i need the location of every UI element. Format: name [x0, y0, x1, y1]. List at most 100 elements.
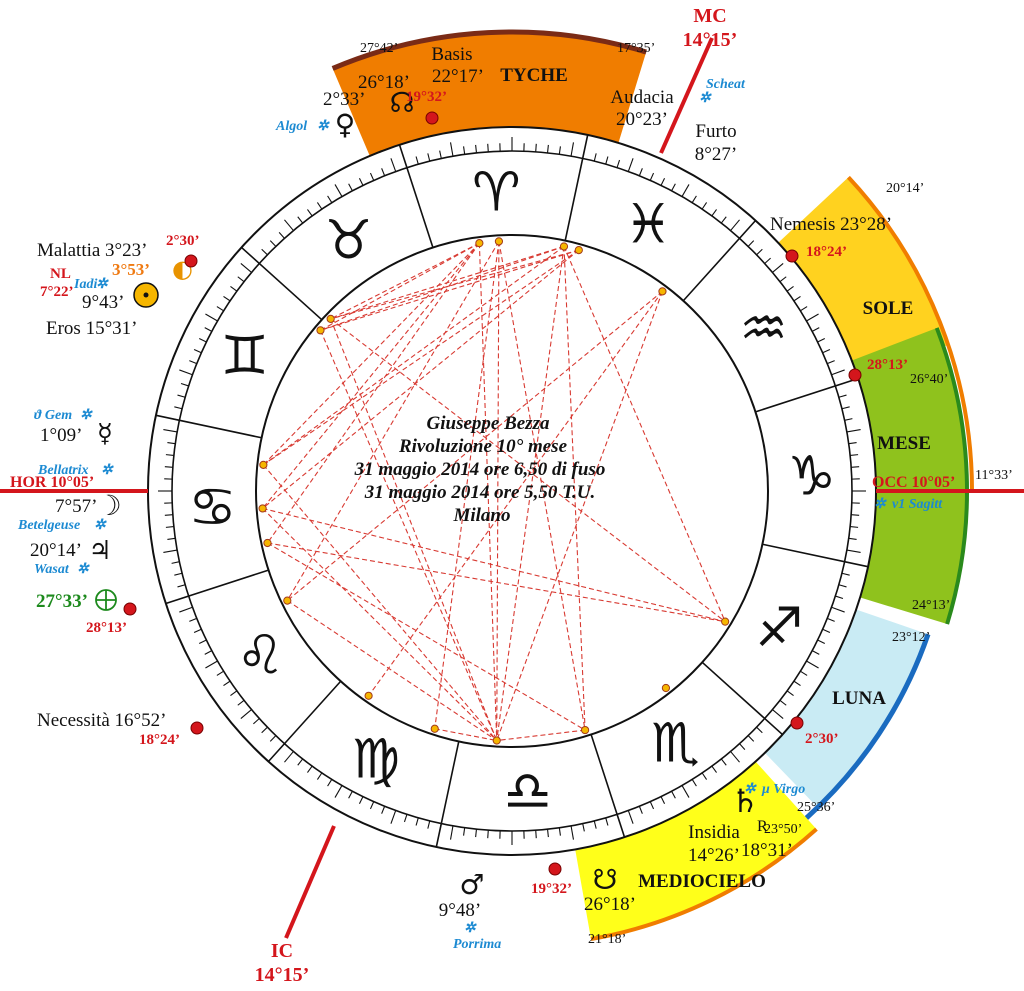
sign-inner-ring — [255, 234, 769, 748]
aspect-point — [283, 596, 292, 605]
audacia-label: Audacia — [610, 87, 674, 108]
insidia-degree: 14°26’ — [688, 845, 740, 866]
red-point-2 — [184, 254, 198, 268]
luna-start: 23°12’ — [892, 630, 930, 645]
aspect-point — [661, 683, 671, 693]
mercury-icon: ☿ — [97, 419, 113, 449]
aspect-lines — [262, 241, 726, 742]
sun-degree: 9°43’ — [82, 292, 124, 313]
aspect-line — [498, 241, 586, 731]
earth-degree: 27°33’ — [36, 591, 88, 612]
luna-sector-rim — [804, 633, 931, 820]
red-point-7-degree: 2°30’ — [805, 731, 839, 747]
aspect-point — [364, 691, 373, 700]
aspect-line — [267, 242, 480, 544]
mc-degree: 14°15’ — [683, 29, 738, 51]
tyche-sector — [332, 32, 647, 158]
aspect-point — [721, 617, 730, 626]
tyche-end: 17°35’ — [617, 41, 655, 56]
cancer-sign-icon: ♋ — [188, 476, 236, 539]
red-point-2-degree: 2°30’ — [166, 233, 200, 249]
sole-sector-rim — [846, 175, 974, 492]
occ-tail-degree: 11°33’ — [975, 468, 1013, 483]
virgo-sign-icon: ♍ — [352, 727, 400, 790]
fixed-stars: Algol ✲ ✲ Scheat Iadi ✲ ϑ Gem ✲ Bellatri… — [17, 77, 943, 952]
aspect-point — [574, 245, 583, 255]
basis-label: Basis — [431, 44, 472, 65]
gem-label: ϑ Gem — [34, 408, 72, 423]
moon-degree: 7°57’ — [55, 496, 97, 517]
mars-icon: ♂ — [459, 868, 484, 901]
nemesis-label: Nemesis 23°28’ — [770, 214, 892, 235]
tyche-title: TYCHE — [500, 65, 568, 86]
outer-sectors — [331, 29, 974, 942]
aspect-line — [262, 508, 498, 741]
aspect-line — [262, 464, 498, 741]
aries-sign-icon: ♈ — [472, 160, 520, 223]
wasat-label: Wasat — [34, 562, 70, 577]
aspect-line — [267, 542, 726, 623]
hor-label: HOR 10°05’ — [10, 474, 94, 491]
porrima-icon: ✲ — [464, 921, 477, 936]
mediocielo-sector-rim — [590, 827, 818, 942]
zodiac-wheel: ♈♓♒♑♐♏♎♍♌♋♊♉ — [147, 126, 877, 856]
south-node-icon: ☋ — [593, 863, 618, 896]
aspect-dots — [258, 237, 730, 745]
sign-dividers — [155, 134, 869, 848]
mediocielo-sector — [574, 760, 817, 940]
virgo-label: μ Virgo — [761, 782, 805, 797]
red-point-5-degree: 28°13’ — [86, 620, 127, 636]
nl-label: NL — [50, 266, 71, 282]
red-point-3-degree: 18°24’ — [806, 244, 847, 260]
aspect-line — [262, 507, 726, 623]
sole-start: 20°14’ — [886, 181, 924, 196]
red-point-7 — [790, 716, 804, 730]
porrima-label: Porrima — [453, 937, 501, 952]
aspect-line — [496, 246, 565, 741]
north-node-degree: 26°18’ — [358, 72, 410, 93]
chart-title: Rivoluzione 10° mese — [398, 436, 568, 457]
chart-ut-time: 31 maggio 2014 ore 5,50 T.U. — [364, 482, 595, 503]
insidia-label: Insidia — [688, 822, 740, 843]
iadi-icon: ✲ — [96, 277, 109, 292]
luna-title: LUNA — [832, 688, 886, 709]
aspect-line — [320, 245, 565, 331]
aspect-point — [263, 538, 272, 548]
aspect-line — [320, 242, 480, 331]
iadi-label: Iadi — [73, 277, 97, 292]
aspect-line — [434, 241, 500, 729]
aspect-line — [496, 241, 500, 741]
aspect-point — [559, 242, 569, 251]
aspect-line — [286, 241, 500, 601]
luna-end: 25°36’ — [797, 800, 835, 815]
ic-label: IC — [271, 940, 293, 962]
red-point-4 — [848, 368, 862, 382]
malattia-label: Malattia 3°23’ — [37, 240, 147, 261]
aspect-line — [286, 290, 663, 602]
aspect-point — [658, 287, 667, 296]
aspect-point — [580, 725, 590, 735]
red-point-6-degree: 18°24’ — [139, 732, 180, 748]
south-node-degree: 26°18’ — [584, 894, 636, 915]
capricorn-sign-icon: ♑ — [787, 444, 835, 507]
mediocielo-end: 21°18’ — [588, 932, 626, 947]
aspect-line — [330, 245, 565, 320]
aspect-line — [563, 246, 726, 622]
saturn-retro: R — [757, 818, 768, 835]
sole-title: SOLE — [863, 298, 914, 319]
mese-sector — [849, 327, 967, 625]
luna-sector — [763, 608, 929, 808]
aspect-line — [330, 242, 480, 320]
sector-labels: TYCHE 27°42’ 17°35’ SOLE 20°14’ MESE 26°… — [360, 41, 950, 947]
tyche-sector-rim — [331, 29, 647, 71]
aspect-line — [330, 249, 579, 320]
aspect-line — [330, 318, 498, 741]
sagitt-label: ν1 Sagitt — [892, 497, 943, 512]
moon-icon: ☽ — [96, 489, 121, 522]
lot-labels: Basis 22°17’ Audacia 20°23’ Furto 8°27’ … — [37, 44, 892, 866]
axis-labels: MC 14°15’ IC 14°15’ HOR 10°05’ OCC 10°05… — [10, 5, 1013, 986]
part-of-fortune-icon — [95, 589, 117, 611]
aspect-line — [434, 728, 497, 742]
aspect-point — [430, 724, 439, 733]
sole-sector — [776, 177, 949, 377]
